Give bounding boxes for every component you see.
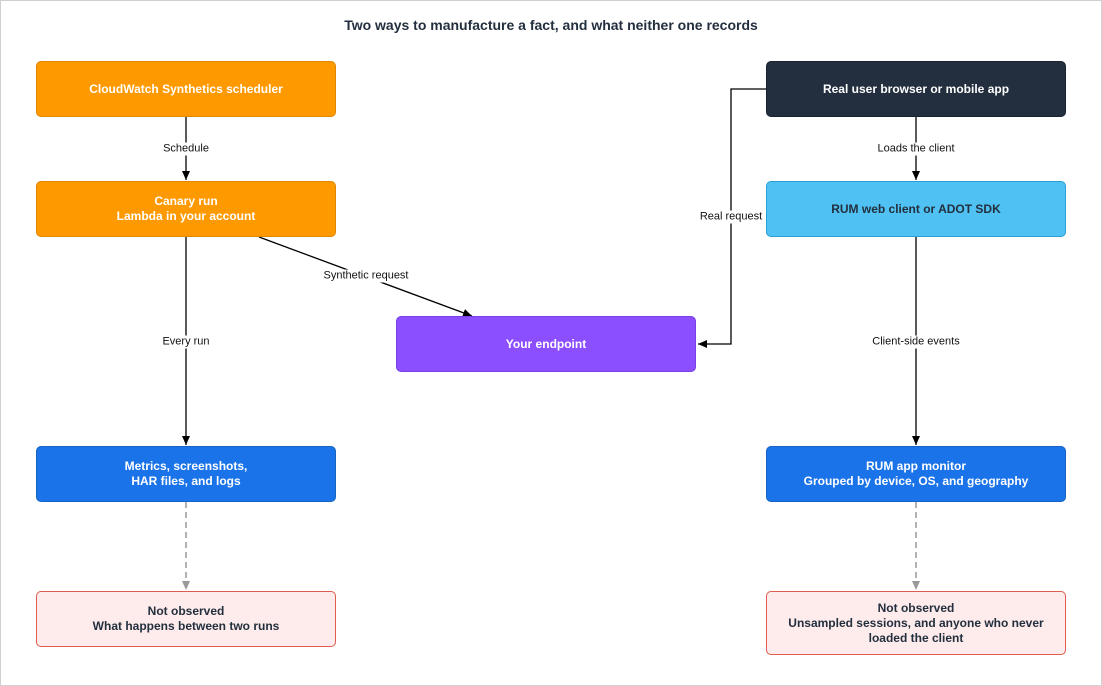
- canary-run-title: Canary run: [154, 194, 218, 208]
- synthetics-artifacts-node: Metrics, screenshots, HAR files, and log…: [36, 446, 336, 502]
- edge-label-every-run: Every run: [160, 335, 212, 349]
- rum-app-monitor-node: RUM app monitor Grouped by device, OS, a…: [766, 446, 1066, 502]
- rum-client-node: RUM web client or ADOT SDK: [766, 181, 1066, 237]
- endpoint-label: Your endpoint: [505, 336, 587, 351]
- rum-gap-title: Not observed: [877, 600, 955, 615]
- rum-monitor-title: RUM app monitor: [866, 459, 966, 473]
- artifacts-line-1: Metrics, screenshots,: [124, 459, 248, 473]
- edge-label-synthetic-request: Synthetic request: [321, 269, 411, 283]
- endpoint-node: Your endpoint: [396, 316, 696, 372]
- edge-label-client-events: Client-side events: [870, 335, 962, 349]
- diagram-title: Two ways to manufacture a fact, and what…: [344, 17, 758, 33]
- scheduler-node: CloudWatch Synthetics scheduler: [36, 61, 336, 117]
- rum-client-label: RUM web client or ADOT SDK: [831, 201, 1001, 216]
- real-user-node: Real user browser or mobile app: [766, 61, 1066, 117]
- scheduler-label: CloudWatch Synthetics scheduler: [89, 81, 283, 96]
- edge-label-real-request: Real request: [697, 210, 765, 224]
- edge-label-schedule: Schedule: [161, 142, 211, 156]
- rum-gap-detail-1: Unsampled sessions, and anyone who never: [788, 615, 1044, 630]
- edge-label-loads-client: Loads the client: [875, 142, 957, 156]
- canary-run-subtitle: Lambda in your account: [116, 209, 256, 223]
- rum-gap-detail-2: loaded the client: [868, 630, 964, 645]
- synthetics-gap-title: Not observed: [147, 604, 225, 618]
- rum-monitor-subtitle: Grouped by device, OS, and geography: [803, 474, 1029, 488]
- synthetics-not-observed-node: Not observed What happens between two ru…: [36, 591, 336, 647]
- artifacts-line-2: HAR files, and logs: [131, 474, 241, 488]
- real-user-label: Real user browser or mobile app: [822, 81, 1010, 96]
- canary-run-node: Canary run Lambda in your account: [36, 181, 336, 237]
- rum-not-observed-node: Not observed Unsampled sessions, and any…: [766, 591, 1066, 655]
- synthetics-gap-detail: What happens between two runs: [92, 619, 280, 633]
